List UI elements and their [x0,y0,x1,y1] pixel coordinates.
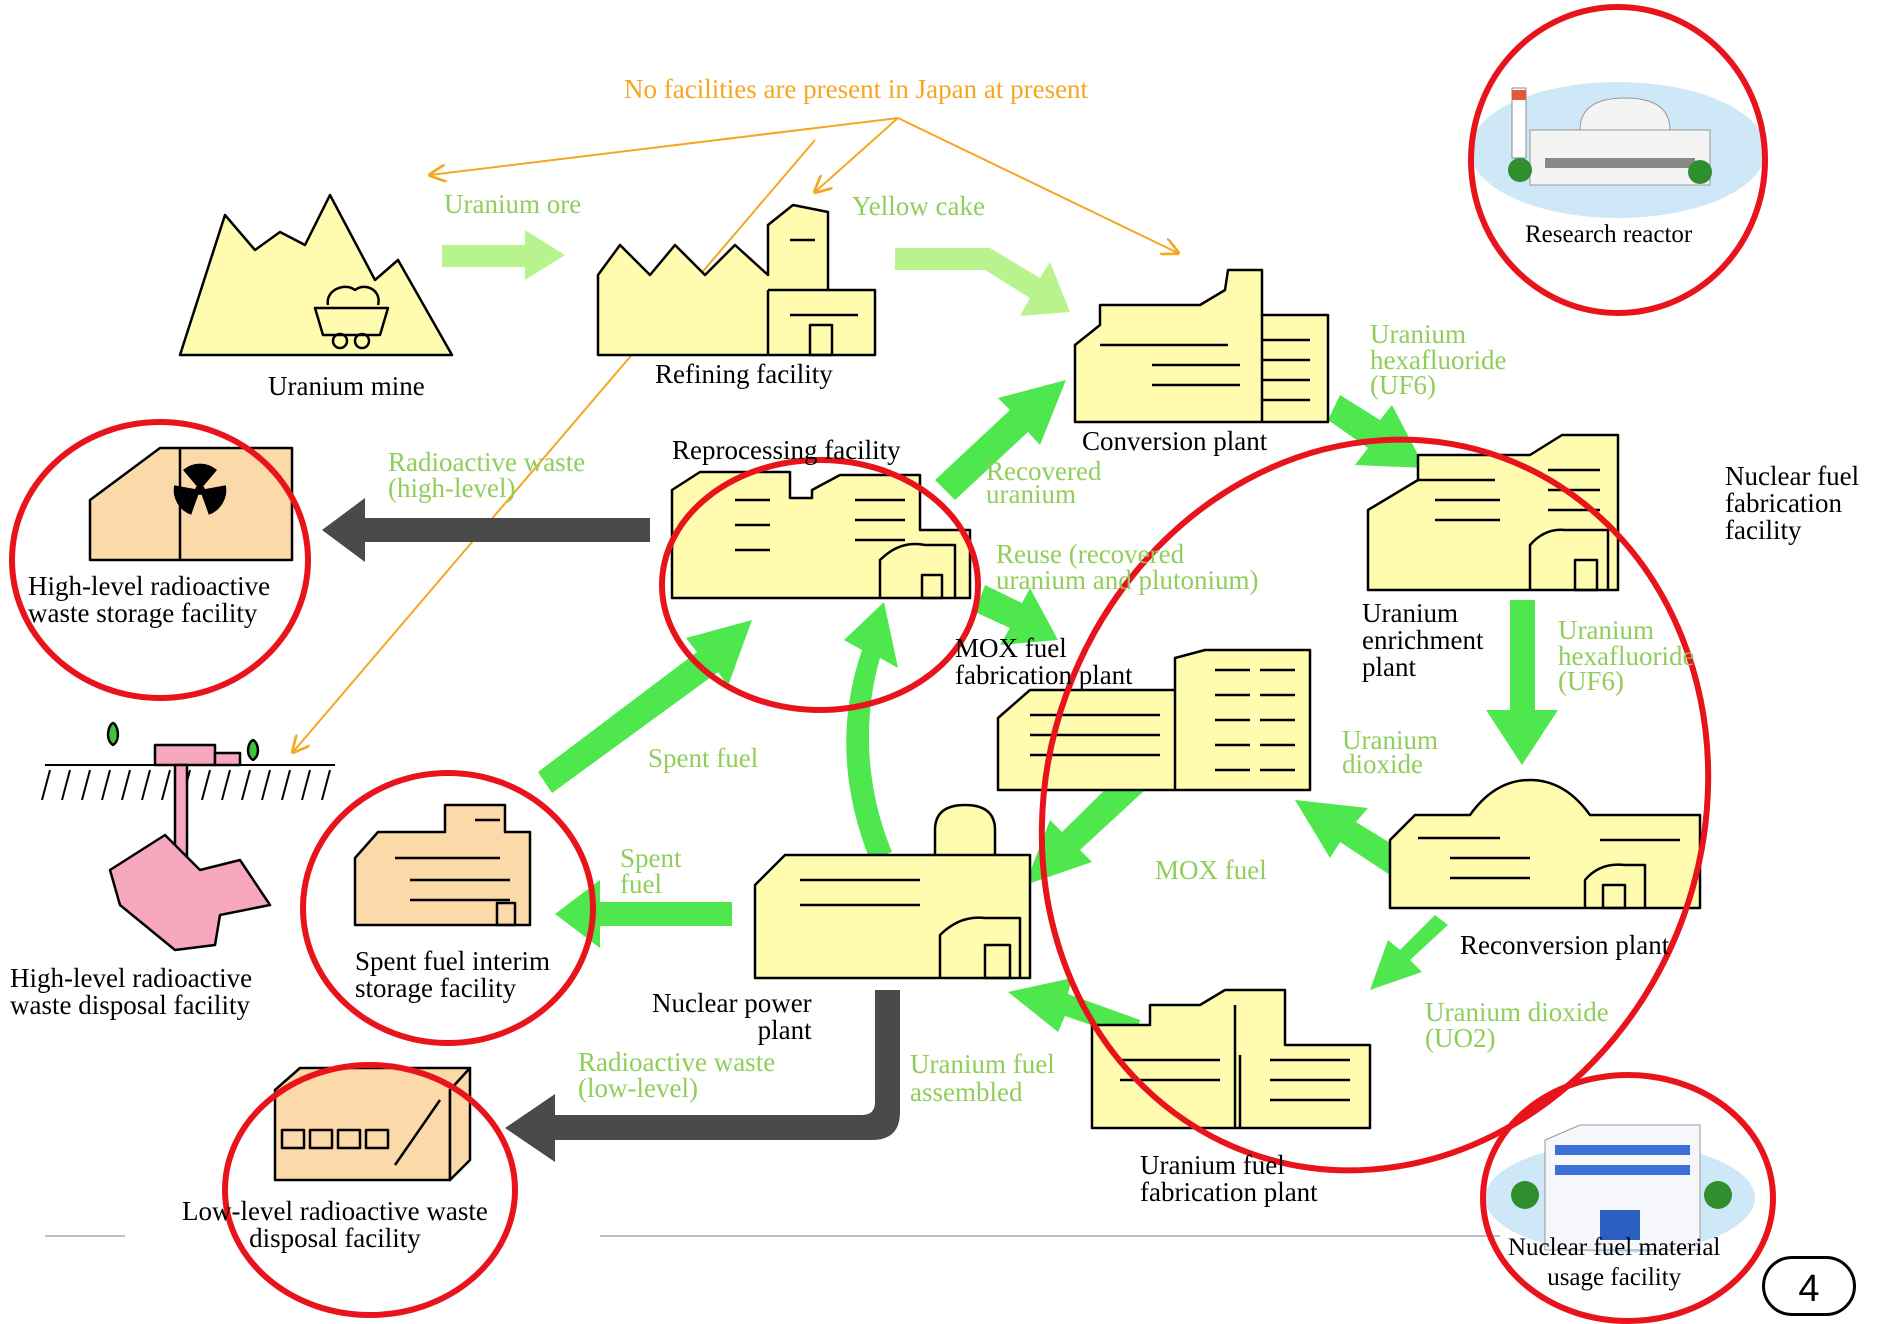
label-research-reactor: Research reactor [1525,221,1693,248]
note-pointer-lines [293,117,1178,752]
uranium-mine-icon [178,193,454,357]
research-reactor-picture [1470,82,1766,218]
flow-uo2: Uranium dioxide (UO2) [1425,997,1609,1053]
label-nuclear-fuel-fabrication: Nuclear fuel fabrication facility [1725,461,1860,545]
mox-fuel-fabrication-plant-icon [996,648,1312,792]
fuel-material-usage-picture [1485,1124,1755,1253]
label-hlw-disposal: High-level radioactive waste disposal fa… [10,963,253,1020]
flow-yellow-cake: Yellow cake [852,191,985,221]
flow-uf6-1: Uranium hexafluoride (UF6) [1370,319,1507,401]
label-reprocessing-facility: Reprocessing facility [672,435,901,465]
flow-arrows-light [442,230,1070,316]
circle-fuel-material-usage [1480,1072,1776,1324]
flow-radioactive-low: Radioactive waste (low-level) [578,1047,776,1103]
note-no-facilities: No facilities are present in Japan at pr… [624,74,1089,104]
uranium-enrichment-plant-icon [1366,433,1620,592]
label-mox-fabrication: MOX fuel fabrication plant [955,633,1133,690]
flow-radioactive-high: Radioactive waste (high-level) [388,447,586,503]
label-uranium-fuel-fabrication: Uranium fuel fabrication plant [1140,1150,1318,1207]
uranium-fuel-fabrication-plant-icon [1090,988,1372,1130]
label-enrichment-plant: Uranium enrichment plant [1362,598,1484,682]
flow-uf6-2: Uranium hexafluoride (UF6) [1558,615,1695,697]
waste-arrows [322,498,900,1162]
circle-hlw-storage [9,419,311,701]
flow-uranium-ore: Uranium ore [444,189,582,219]
circle-fuel-fabrication [1038,436,1712,1174]
label-hlw-storage: High-level radioactive waste storage fac… [28,571,271,628]
circle-spent-fuel-storage [300,770,596,1046]
hlw-storage-facility-icon [88,446,294,562]
radiation-icon [173,463,227,515]
label-fuel-material-usage: Nuclear fuel material usage facility [1508,1234,1721,1291]
highlight-circles [9,4,1776,1324]
label-nuclear-power-plant: Nuclear power plant [652,988,812,1045]
label-spent-fuel-storage: Spent fuel interim storage facility [355,946,550,1003]
label-uranium-mine: Uranium mine [268,371,425,401]
spent-fuel-storage-icon [353,803,532,927]
label-llw-disposal: Low-level radioactive waste disposal fac… [182,1196,488,1253]
reconversion-plant-icon [1388,778,1702,910]
refining-facility-icon [596,203,877,357]
circle-llw-disposal [222,1062,518,1318]
conversion-plant-icon [1073,268,1330,424]
circle-reprocessing [659,457,981,713]
circle-research-reactor [1468,4,1768,316]
flow-spent-fuel-2: Spent fuel [620,843,682,899]
flow-reuse: Reuse (recovered uranium and plutonium) [996,539,1259,595]
hlw-disposal-facility-icon [41,721,335,952]
flow-uranium-dioxide: Uranium dioxide [1342,725,1438,780]
flow-spent-fuel-1: Spent fuel [648,743,759,773]
flow-fuel-assembled: Uranium fuel assembled [910,1049,1055,1108]
flow-mox-fuel: MOX fuel [1155,855,1267,885]
label-reconversion-plant: Reconversion plant [1460,930,1670,960]
label-refining-facility: Refining facility [655,359,833,389]
flow-arrows [538,380,1558,1040]
nuclear-power-plant-icon [753,803,1032,980]
page-number: 4 [1762,1256,1856,1316]
llw-disposal-facility-icon [273,1066,472,1182]
label-conversion-plant: Conversion plant [1082,426,1268,456]
reprocessing-facility-icon [670,470,972,600]
flow-recovered-uranium: Recovered uranium [986,456,1102,509]
